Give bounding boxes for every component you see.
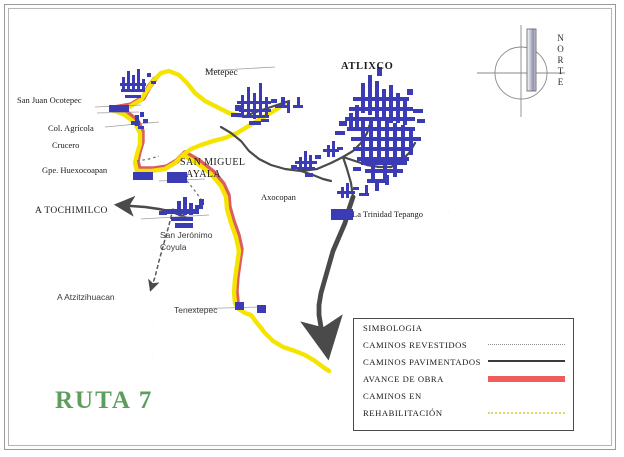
- compass-label: N O R T E: [555, 33, 567, 88]
- legend-row-caminos-pavimentados: CAMINOS PAVIMENTADOS: [354, 353, 573, 370]
- label-la-trinidad-tepango: La Trinidad Tepango: [352, 209, 424, 219]
- road-dotted-spurs: [136, 155, 202, 200]
- cluster-la-trinidad-tepango: [331, 209, 353, 220]
- map-title: RUTA 7: [55, 387, 154, 414]
- legend-label-caminos-pavimentados: CAMINOS PAVIMENTADOS: [363, 356, 481, 367]
- cluster-trinidad-north: [337, 183, 369, 198]
- legend-row-caminos-en: CAMINOS EN: [354, 387, 573, 404]
- cluster-san-juan-ocotepec: [109, 105, 129, 112]
- cluster-tenextepec: [235, 302, 266, 313]
- legend-row-caminos-revestidos: CAMINOS REVESTIDOS: [354, 336, 573, 353]
- legend-title: SIMBOLOGIA: [363, 322, 423, 333]
- compass-letter-t: T: [557, 66, 565, 76]
- cluster-upper-village: [120, 69, 156, 98]
- label-axocopan: Axocopan: [261, 192, 296, 202]
- label-a-atzitzihuacan: A Atzitzihuacan: [57, 292, 115, 302]
- compass-needle: [526, 28, 537, 92]
- cluster-metepec: [231, 83, 303, 125]
- label-san-jeronimo-line1: San Jerónimo: [160, 230, 213, 240]
- label-san-miguel-ayala-line1: SAN MIGUEL: [180, 157, 246, 168]
- compass-graphic: [477, 25, 565, 117]
- legend-sample-red-bar-icon: [488, 376, 565, 382]
- cluster-col-agricola: [131, 112, 148, 129]
- map-canvas: San Juan Ocotepec Col. Agrícola Crucero …: [9, 9, 611, 445]
- legend-label-caminos-en: CAMINOS EN: [363, 390, 422, 401]
- road-south-arrow: [300, 194, 356, 361]
- label-gpe-huexocoapan: Gpe. Huexocoapan: [42, 165, 108, 175]
- label-col-agricola: Col. Agrícola: [48, 123, 94, 133]
- compass-letter-r: R: [557, 55, 565, 65]
- legend-title-row: SIMBOLOGIA: [354, 319, 573, 336]
- cluster-atlixco: [335, 67, 425, 191]
- cluster-axocopan: [291, 151, 321, 177]
- legend-row-avance-de-obra: AVANCE DE OBRA: [354, 370, 573, 387]
- cluster-mid-road: [323, 141, 343, 157]
- label-crucero: Crucero: [52, 140, 80, 150]
- label-atlixco: ATLIXCO: [341, 61, 394, 72]
- label-san-jeronimo-line2: Coyula: [160, 242, 187, 252]
- road-to-atzitzihuacan: [148, 208, 174, 292]
- legend-box: SIMBOLOGIA CAMINOS REVESTIDOS CAMINOS PA…: [353, 318, 574, 431]
- compass-letter-o: O: [557, 44, 565, 54]
- legend-row-rehabilitacion: REHABILITACIÓN: [354, 404, 573, 421]
- legend-label-avance-de-obra: AVANCE DE OBRA: [363, 373, 444, 384]
- label-san-miguel-ayala-line2: AYALA: [186, 169, 221, 180]
- legend-label-caminos-revestidos: CAMINOS REVESTIDOS: [363, 339, 468, 350]
- label-san-juan-ocotepec: San Juan Ocotepec: [17, 95, 82, 105]
- legend-sample-dotted-yellow-icon: [488, 412, 565, 414]
- label-a-tochimilco: A TOCHIMILCO: [35, 206, 108, 216]
- legend-label-rehabilitacion: REHABILITACIÓN: [363, 407, 443, 418]
- label-metepec: Metepec: [205, 68, 238, 78]
- label-tenextepec: Tenextepec: [174, 305, 218, 315]
- cluster-san-miguel-ayala: [167, 172, 187, 183]
- compass-letter-e: E: [557, 77, 565, 87]
- compass-letter-n: N: [557, 33, 565, 43]
- legend-sample-solid-dark-icon: [488, 360, 565, 363]
- cluster-san-jeronimo-coyula: [159, 197, 204, 228]
- road-yellow-main: [109, 68, 332, 374]
- compass-rose: N O R T E: [509, 23, 589, 123]
- legend-sample-dotted-gray-icon: [488, 344, 565, 345]
- map-graphics: [94, 25, 565, 374]
- cluster-gpe-huexocoapan: [133, 172, 153, 180]
